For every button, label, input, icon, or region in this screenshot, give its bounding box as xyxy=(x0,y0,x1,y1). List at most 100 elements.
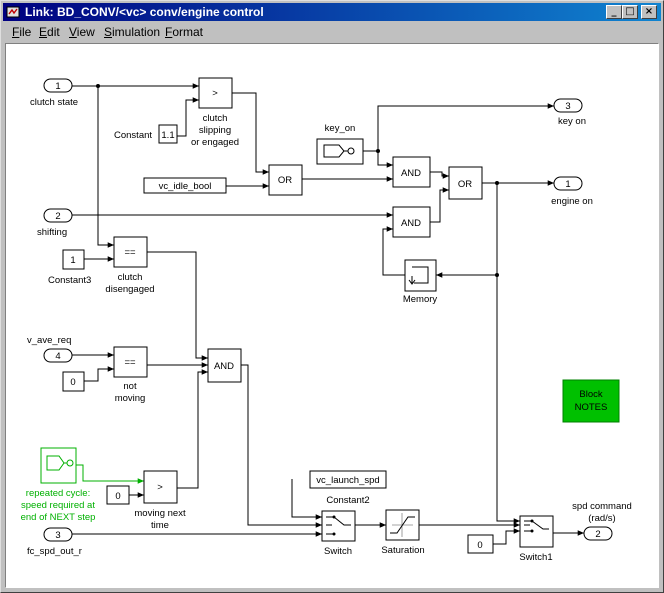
memory-block[interactable]: Memory xyxy=(403,259,438,305)
svg-text:Switch1: Switch1 xyxy=(519,552,552,563)
svg-text:2: 2 xyxy=(55,211,60,222)
svg-text:OR: OR xyxy=(458,179,472,190)
green-wire xyxy=(76,464,144,484)
svg-text:Memory: Memory xyxy=(403,294,438,305)
menu-bar: File Edit View Simulation Format xyxy=(3,23,661,42)
outport-key-on[interactable]: 3 key on xyxy=(553,98,586,127)
inport-shifting[interactable]: 2 shifting xyxy=(37,208,73,238)
svg-text:1.1: 1.1 xyxy=(161,130,174,141)
svg-text:AND: AND xyxy=(401,218,421,229)
signal-wires xyxy=(72,83,584,545)
svg-text:1: 1 xyxy=(565,179,570,190)
svg-text:v_ave_req: v_ave_req xyxy=(27,335,71,346)
svg-text:or engaged: or engaged xyxy=(191,137,239,148)
svg-text:spd command: spd command xyxy=(572,501,632,512)
and-block[interactable]: AND xyxy=(392,156,431,188)
and-block[interactable]: AND xyxy=(392,206,431,238)
zero-constant-block[interactable]: 0 xyxy=(62,371,85,392)
svg-text:1: 1 xyxy=(55,81,60,92)
zero-constant-block[interactable]: 0 xyxy=(467,534,494,554)
svg-text:not: not xyxy=(123,381,137,392)
svg-text:0: 0 xyxy=(477,540,482,551)
svg-text:1: 1 xyxy=(70,255,75,266)
svg-text:key on: key on xyxy=(558,116,586,127)
svg-text:end of NEXT step: end of NEXT step xyxy=(21,512,96,523)
menu-view[interactable]: View xyxy=(69,25,95,39)
svg-text:moving: moving xyxy=(115,393,146,404)
outport-engine-on[interactable]: 1 engine on xyxy=(551,176,593,207)
block-diagram: 1 clutch state 2 shifting v_ave_req 4 3 … xyxy=(21,77,632,563)
saturation-block[interactable]: Saturation xyxy=(381,509,425,556)
svg-text:disengaged: disengaged xyxy=(105,284,154,295)
svg-text:3: 3 xyxy=(565,101,570,112)
key-on-data-store-block[interactable]: key_on xyxy=(316,123,364,165)
svg-text:Block: Block xyxy=(579,389,602,400)
diagram-canvas[interactable]: 1 clutch state 2 shifting v_ave_req 4 3 … xyxy=(5,43,659,588)
vc-launch-spd-constant2-block[interactable]: vc_launch_spd Constant2 xyxy=(309,470,387,506)
relational-operator-clutch-slipping[interactable]: > clutch slipping or engaged xyxy=(191,77,239,148)
relational-operator-clutch-disengaged[interactable]: == clutch disengaged xyxy=(105,236,155,295)
constant-block[interactable]: 1.1 Constant xyxy=(114,124,178,144)
svg-text:>: > xyxy=(212,88,218,99)
svg-text:clutch: clutch xyxy=(203,113,228,124)
svg-text:shifting: shifting xyxy=(37,227,67,238)
svg-text:vc_launch_spd: vc_launch_spd xyxy=(316,475,379,486)
close-button[interactable]: × xyxy=(641,5,657,19)
menu-simulation[interactable]: Simulation xyxy=(104,25,161,39)
svg-text:Saturation: Saturation xyxy=(381,545,424,556)
svg-text:(rad/s): (rad/s) xyxy=(588,513,615,524)
inport-clutch-state[interactable]: 1 clutch state xyxy=(30,78,78,108)
inport-v-ave-req[interactable]: v_ave_req 4 xyxy=(27,335,73,363)
svg-text:engine on: engine on xyxy=(551,196,593,207)
svg-text:NOTES: NOTES xyxy=(575,402,608,413)
switch1-block[interactable]: Switch1 xyxy=(519,515,554,563)
zero-constant-block[interactable]: 0 xyxy=(106,485,130,505)
svg-text:Constant3: Constant3 xyxy=(48,275,91,286)
minimize-button[interactable]: _ xyxy=(606,5,622,19)
relational-operator-not-moving[interactable]: == not moving xyxy=(113,346,148,404)
menu-edit[interactable]: Edit xyxy=(39,25,60,39)
outport-spd-command[interactable]: spd command (rad/s) 2 xyxy=(572,501,632,541)
svg-text:OR: OR xyxy=(278,175,292,186)
inport-fc-spd-out-r[interactable]: 3 fc_spd_out_r xyxy=(27,527,82,557)
menu-file[interactable]: File xyxy=(12,25,32,39)
constant3-block[interactable]: 1 Constant3 xyxy=(48,249,91,286)
vc-idle-bool-from-block[interactable]: vc_idle_bool xyxy=(143,177,227,194)
or-block[interactable]: OR xyxy=(448,166,483,200)
title-bar[interactable]: Link: BD_CONV/<vc> conv/engine control _… xyxy=(3,3,661,21)
svg-text:AND: AND xyxy=(401,168,421,179)
svg-text:>: > xyxy=(157,482,163,493)
menu-format[interactable]: Format xyxy=(165,25,204,39)
relational-operator-moving-next-time[interactable]: > moving next time xyxy=(134,470,186,531)
window-title: Link: BD_CONV/<vc> conv/engine control xyxy=(25,5,264,19)
svg-text:AND: AND xyxy=(214,361,234,372)
maximize-button[interactable]: □ xyxy=(622,5,638,19)
repeated-cycle-block[interactable]: repeated cycle: speed required at end of… xyxy=(21,447,96,523)
switch-block[interactable]: Switch xyxy=(321,510,356,557)
svg-text:clutch state: clutch state xyxy=(30,97,78,108)
svg-text:==: == xyxy=(124,247,136,258)
svg-text:Switch: Switch xyxy=(324,546,352,557)
svg-text:3: 3 xyxy=(55,530,60,541)
svg-text:key_on: key_on xyxy=(325,123,356,134)
svg-text:slipping: slipping xyxy=(199,125,231,136)
or-block[interactable]: OR xyxy=(268,164,303,196)
svg-text:speed required at: speed required at xyxy=(21,500,95,511)
svg-text:moving next: moving next xyxy=(134,508,186,519)
svg-text:Constant: Constant xyxy=(114,130,152,141)
svg-text:fc_spd_out_r: fc_spd_out_r xyxy=(27,546,82,557)
wire-junctions xyxy=(96,84,499,277)
svg-text:0: 0 xyxy=(70,377,75,388)
svg-text:repeated cycle:: repeated cycle: xyxy=(26,488,90,499)
svg-text:==: == xyxy=(124,357,136,368)
svg-text:0: 0 xyxy=(115,491,120,502)
block-notes[interactable]: Block NOTES xyxy=(562,379,620,423)
svg-text:Constant2: Constant2 xyxy=(326,495,369,506)
svg-text:vc_idle_bool: vc_idle_bool xyxy=(159,181,212,192)
svg-text:4: 4 xyxy=(55,351,60,362)
svg-text:2: 2 xyxy=(595,529,600,540)
and-block[interactable]: AND xyxy=(207,348,242,383)
svg-text:time: time xyxy=(151,520,169,531)
svg-text:clutch: clutch xyxy=(118,272,143,283)
